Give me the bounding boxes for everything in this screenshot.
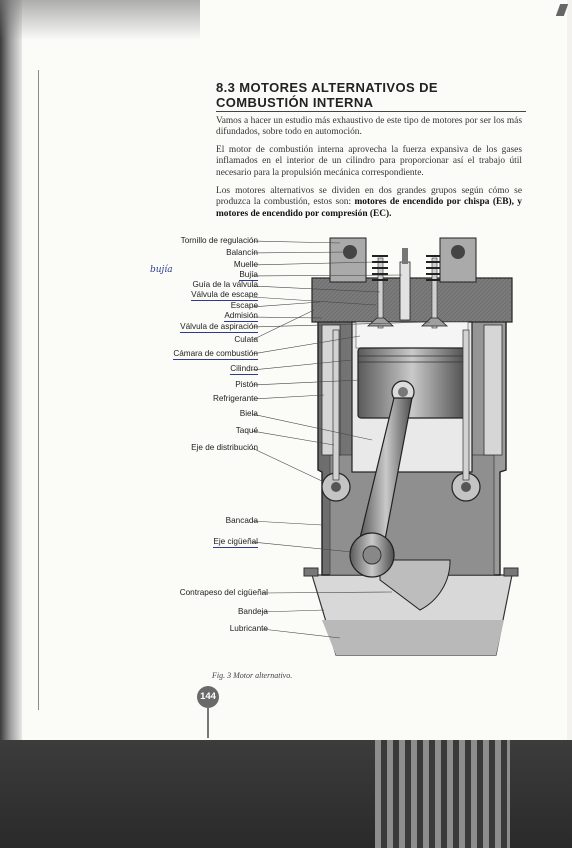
label-valvula-aspiracion: Válvula de aspiración (180, 322, 258, 333)
piston (357, 347, 467, 419)
label-biela: Biela (239, 409, 258, 418)
paragraph-classification-text: Los motores alternativos se dividen en d… (216, 186, 522, 208)
section-title: 8.3 MOTORES ALTERNATIVOS DE COMBUSTIÓN I… (216, 80, 526, 112)
leader-lines (251, 240, 431, 639)
label-piston: Pistón (235, 380, 258, 389)
crank-counterweight (379, 559, 451, 611)
valve-head-left (366, 317, 395, 327)
valve-head-right (420, 317, 449, 327)
scan-shadow-top (0, 0, 200, 40)
rocker-pivot-left (343, 245, 357, 259)
rocker-housing-left (329, 237, 367, 283)
label-escape: Escape (230, 301, 258, 310)
page-number-stem (207, 708, 209, 738)
label-admision: Admisión (224, 311, 258, 322)
label-taque: Taqué (235, 426, 258, 435)
valve-spring-left (372, 255, 388, 281)
label-bancada: Bancada (225, 516, 258, 525)
lubricant (322, 620, 504, 655)
spark-plug (399, 261, 411, 321)
valve-stem-right (431, 257, 438, 329)
label-guia-valvula: Guía de la válvula (192, 280, 258, 289)
rocker-pivot-right (451, 245, 465, 259)
valve-spring-right (426, 255, 442, 281)
label-eje-distribucion: Eje de distribución (191, 443, 258, 452)
label-bandeja: Bandeja (237, 607, 268, 616)
figure-caption: Fig. 3 Motor alternativo. (212, 671, 293, 680)
paragraph-classification: Los motores alternativos se dividen en d… (216, 186, 522, 220)
label-balancin: Balancín (226, 248, 258, 257)
valve-stem-left (377, 257, 384, 329)
label-lubricante: Lubricante (229, 624, 268, 633)
pushrod-left (332, 329, 340, 481)
pushrod-right (462, 329, 470, 481)
background-stripes (375, 740, 510, 848)
paragraph-definition: El motor de combustión interna aprovecha… (216, 145, 522, 178)
rocker-housing-right (439, 237, 477, 283)
head-hatch (312, 278, 512, 322)
label-cilindro: Cilindro (230, 364, 258, 375)
label-bujia: Bujía (239, 270, 258, 281)
label-muelle: Muelle (233, 260, 258, 269)
handwritten-note: bujía (150, 265, 173, 275)
coolant-jacket-right (483, 324, 503, 456)
paragraph-intro: Vamos a hacer un estudio más exhaustivo … (216, 116, 522, 138)
page-number-badge: 144 (197, 686, 219, 708)
label-valvula-escape: Válvula de escape (191, 290, 258, 301)
page-margin-rule (38, 70, 39, 710)
label-camara-combustion: Cámara de combustión (173, 349, 258, 360)
scan-background (0, 740, 572, 848)
label-refrigerante: Refrigerante (212, 394, 258, 403)
paragraph-classification-bold: motores de encendido por chispa (EB), y … (216, 197, 522, 219)
scan-shadow (0, 0, 22, 740)
label-eje-cigueñal: Eje cigüeñal (213, 537, 258, 548)
label-contrapeso-cigueñal: Contrapeso del cigüeñal (179, 588, 268, 597)
label-culata: Culata (234, 335, 258, 344)
label-tornillo-regulacion: Tornillo de regulación (180, 236, 258, 245)
